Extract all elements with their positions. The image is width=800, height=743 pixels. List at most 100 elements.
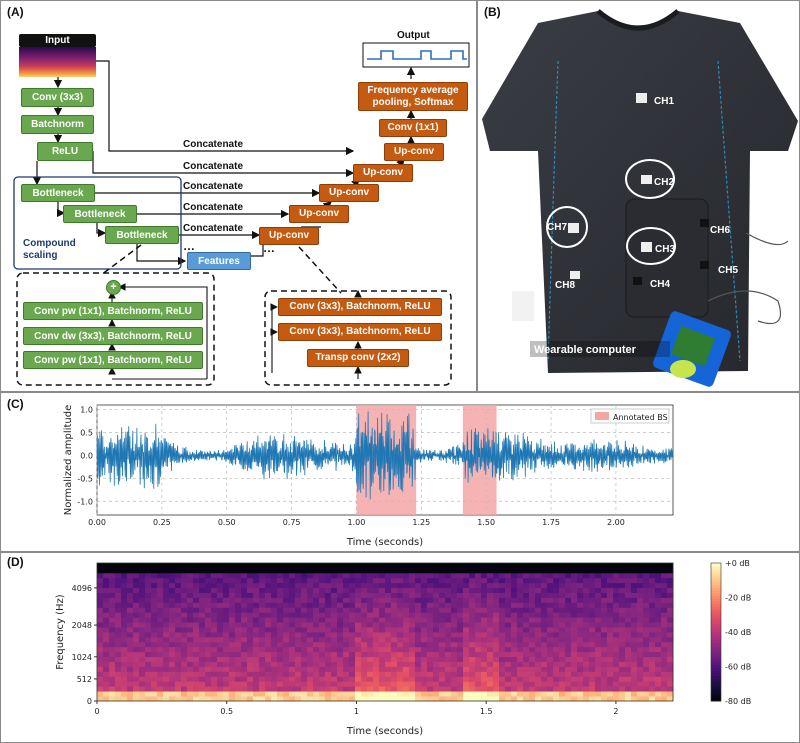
spectrogram-cell: [409, 592, 416, 598]
spectrogram-cell: [319, 636, 326, 643]
spectrogram-cell: [463, 582, 470, 589]
spectrogram-cell: [127, 671, 134, 677]
spectrogram-cell: [469, 681, 476, 687]
x-tick-label: 1.75: [542, 518, 560, 527]
spectrogram-cell: [553, 632, 560, 638]
spectrogram-cell: [463, 656, 470, 662]
spectrogram-cell: [145, 627, 152, 633]
spectrogram-cell: [493, 651, 500, 658]
spectrogram-cell: [241, 676, 248, 682]
spectrogram-cell: [361, 686, 368, 692]
spectrogram-cell: [217, 607, 224, 613]
spectrogram-cell: [415, 617, 422, 623]
spectrogram-cell: [355, 681, 362, 687]
spectrogram-cell: [643, 646, 650, 653]
spectrogram-cell: [661, 563, 668, 569]
spectrogram-cell: [403, 636, 410, 643]
spectrogram-cell: [655, 592, 662, 598]
spectrogram-cell: [277, 656, 284, 662]
spectrogram-cell: [97, 681, 104, 687]
spectrogram-cell: [469, 587, 476, 593]
spectrogram-cell: [343, 656, 350, 662]
spectrogram-cell: [595, 592, 602, 598]
spectrogram-cell: [109, 651, 116, 658]
spectrogram-cell: [505, 686, 512, 692]
spectrogram-cell: [631, 641, 638, 648]
spectrogram-cell: [241, 632, 248, 638]
spectrogram-cell: [199, 572, 206, 579]
spectrogram-cell: [139, 696, 146, 702]
spectrogram-cell: [109, 592, 116, 598]
spectrogram-cell: [475, 597, 482, 603]
spectrogram-cell: [523, 567, 530, 574]
spectrogram-cell: [511, 686, 518, 692]
spectrogram-cell: [127, 617, 134, 623]
spectrogram-cell: [337, 572, 344, 579]
spectrogram-cell: [649, 602, 656, 608]
spectrogram-cell: [529, 592, 536, 598]
spectrogram-cell: [583, 587, 590, 593]
spectrogram-cell: [313, 627, 320, 633]
spectrogram-cell: [451, 681, 458, 687]
spectrogram-cell: [409, 563, 416, 569]
spectrogram-cell: [259, 651, 266, 658]
spectrogram-cell: [211, 592, 218, 598]
spectrogram-cell: [349, 696, 356, 702]
spectrogram-cell: [235, 632, 242, 638]
spectrogram-cell: [391, 656, 398, 662]
spectrogram-cell: [193, 671, 200, 677]
spectrogram-cell: [247, 671, 254, 677]
spectrogram-cell: [541, 582, 548, 589]
spectrogram-cell: [487, 612, 494, 618]
spectrogram-cell: [313, 622, 320, 628]
spectrogram-cell: [577, 696, 584, 702]
spectrogram-cell: [157, 587, 164, 593]
spectrogram-cell: [217, 671, 224, 677]
spectrogram-cell: [637, 627, 644, 633]
spectrogram-cell: [541, 656, 548, 662]
spectrogram-cell: [283, 632, 290, 638]
spectrogram-cell: [451, 607, 458, 613]
spectrogram-cell: [595, 666, 602, 672]
spectrogram-cell: [649, 681, 656, 687]
spectrogram-cell: [337, 641, 344, 648]
spectrogram-cell: [205, 641, 212, 648]
spectrogram-cell: [649, 587, 656, 593]
spectrogram-cell: [175, 622, 182, 628]
spectrogram-cell: [535, 646, 542, 653]
spectrogram-cell: [175, 617, 182, 623]
spectrogram-cell: [163, 651, 170, 658]
spectrogram-cell: [475, 587, 482, 593]
spectrogram-cell: [115, 691, 122, 697]
spectrogram-cell: [151, 651, 158, 658]
spectrogram-cell: [469, 617, 476, 623]
spectrogram-cell: [511, 632, 518, 638]
spectrogram-cell: [463, 592, 470, 598]
spectrogram-cell: [547, 646, 554, 653]
spectrogram-cell: [139, 622, 146, 628]
spectrogram-cell: [301, 563, 308, 569]
spectrogram-cell: [361, 627, 368, 633]
spectrogram-cell: [313, 592, 320, 598]
spectrogram-cell: [499, 676, 506, 682]
spectrogram-cell: [631, 632, 638, 638]
spectrogram-cell: [265, 646, 272, 653]
spectrogram-cell: [397, 612, 404, 618]
spectrogram-cell: [451, 587, 458, 593]
spectrogram-cell: [565, 612, 572, 618]
spectrogram-cell: [355, 661, 362, 667]
spectrogram-cell: [163, 671, 170, 677]
spectrogram-cell: [187, 661, 194, 667]
spectrogram-cell: [505, 582, 512, 589]
spectrogram-cell: [391, 632, 398, 638]
spectrogram-cell: [493, 587, 500, 593]
spectrogram-cell: [133, 597, 140, 603]
spectrogram-cell: [349, 563, 356, 569]
spectrogram-cell: [427, 696, 434, 702]
spectrogram-cell: [601, 563, 608, 569]
spectrogram-cell: [259, 636, 266, 643]
spectrogram-cell: [391, 572, 398, 579]
spectrogram-cell: [175, 651, 182, 658]
spectrogram-cell: [151, 592, 158, 598]
spectrogram-cell: [415, 681, 422, 687]
